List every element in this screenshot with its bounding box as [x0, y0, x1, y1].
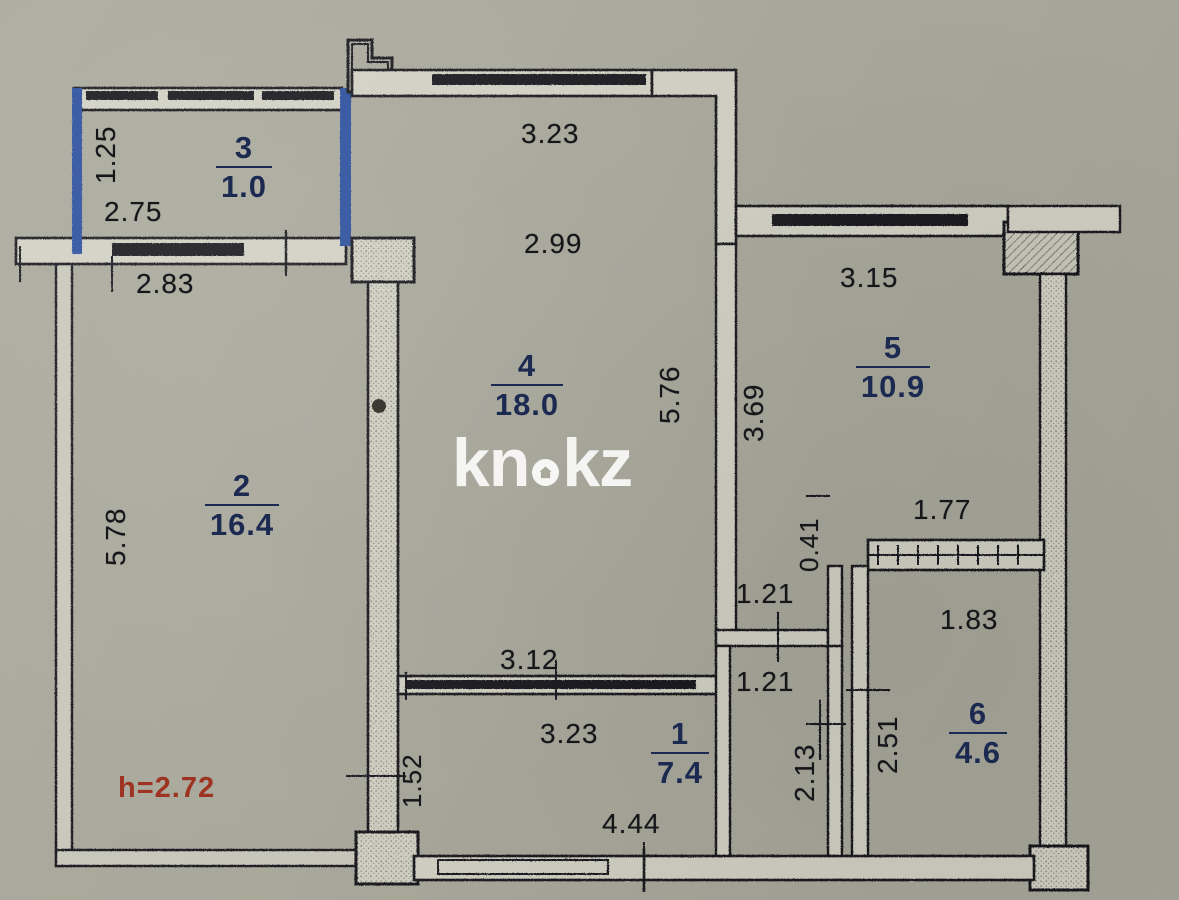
room-number: 6 — [968, 696, 988, 731]
room-area: 10.9 — [860, 369, 926, 404]
dimension-3-12: 3.12 — [500, 644, 559, 675]
room-label-2: 2 16.4 — [182, 470, 302, 540]
room-label-3: 3 1.0 — [196, 132, 292, 202]
room-number: 2 — [232, 468, 252, 503]
dimension-2-51: 2.51 — [872, 715, 903, 775]
dimension-2-99: 2.99 — [524, 228, 583, 259]
dimension-1-52: 1.52 — [397, 753, 427, 808]
dimension-1-77: 1.77 — [913, 494, 972, 525]
fraction-bar — [205, 504, 279, 506]
room-area: 1.0 — [220, 169, 268, 204]
dimension-5-78: 5.78 — [100, 507, 131, 567]
dimension-1-21-lower: 1.21 — [736, 666, 795, 697]
dimension-3-23-top: 3.23 — [521, 118, 580, 149]
room-label-5: 5 10.9 — [836, 332, 950, 402]
dimension-0-41: 0.41 — [794, 517, 824, 572]
dimension-2-83: 2.83 — [136, 268, 195, 299]
room-number: 3 — [234, 130, 254, 165]
room-label-4: 4 18.0 — [472, 350, 582, 420]
fraction-bar — [856, 366, 930, 368]
dimension-3-15: 3.15 — [840, 262, 899, 293]
room-area: 4.6 — [954, 735, 1002, 770]
fraction-bar — [491, 384, 563, 386]
room-label-1: 1 7.4 — [634, 718, 726, 788]
dimension-3-69: 3.69 — [738, 383, 769, 443]
dimension-1-25: 1.25 — [90, 125, 121, 185]
dimension-3-23-bottom: 3.23 — [540, 718, 599, 749]
room-number: 1 — [670, 716, 690, 751]
dimension-1-83: 1.83 — [940, 604, 999, 635]
room-area: 18.0 — [494, 387, 560, 422]
ceiling-height-note: h=2.72 — [118, 772, 216, 804]
dimension-4-44: 4.44 — [602, 808, 661, 839]
dimension-1-21-upper: 1.21 — [736, 578, 795, 609]
walls-group — [14, 38, 1122, 892]
room-number: 4 — [517, 348, 537, 383]
room-number: 5 — [883, 330, 903, 365]
room-area: 16.4 — [209, 507, 275, 542]
fraction-bar — [949, 732, 1007, 734]
room-label-6: 6 4.6 — [932, 698, 1024, 768]
dimension-2-13: 2.13 — [789, 743, 820, 803]
room-area: 7.4 — [656, 755, 704, 790]
dimension-2-75: 2.75 — [104, 196, 163, 227]
fraction-bar — [651, 752, 709, 754]
dimension-5-76: 5.76 — [654, 365, 685, 425]
fraction-bar — [216, 166, 272, 168]
